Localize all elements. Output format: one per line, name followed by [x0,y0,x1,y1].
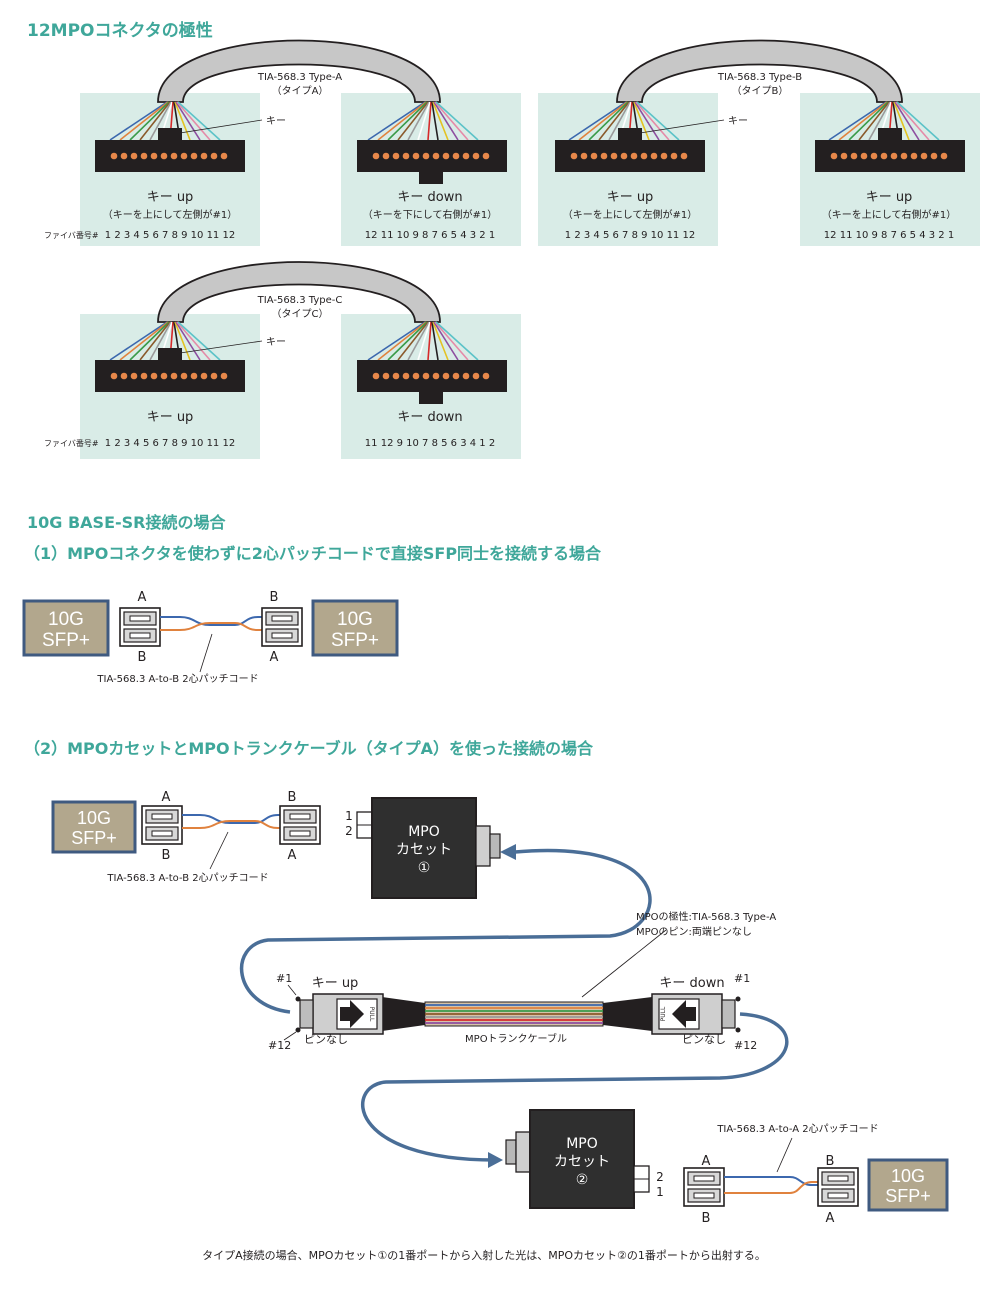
case2b-a-left: A [702,1154,711,1169]
sfp-left-case1: 10G SFP+ [22,599,110,657]
type-a-title: TIA-568.3 Type-A [257,72,342,83]
svg-text:MPO: MPO [566,1136,598,1152]
fiber-number-label-1: ファイバ番号# [44,230,99,240]
a-left-key-note: （キーを上にして左側が#1） [103,208,237,221]
key-label-b: キー [728,116,748,127]
svg-text:SFP+: SFP+ [331,630,379,651]
c-left-key-up: キー up [147,410,194,425]
type-c-cable [95,261,507,404]
route-path-1 [239,848,652,1014]
mpo-trunk-cable: PULL PULL [295,993,741,1035]
c-right-seq: 11 12 9 10 7 8 5 6 3 4 1 2 [365,438,495,449]
trunk-cable-label: MPOトランクケーブル [465,1032,567,1045]
type-a-subtitle: （タイプA） [272,85,329,97]
trunk-right-hash12: #12 [734,1039,757,1052]
case2-b-right: B [288,790,297,805]
case2-aa-label: TIA-568.3 A-to-A 2心パッチコード [716,1123,878,1135]
svg-text:10G: 10G [77,808,111,828]
key-label-c: キー [266,337,286,348]
trunk-left-pinless: ピンなし [304,1033,348,1046]
trunk-polarity-note: MPOの極性:TIA-568.3 Type-A [636,910,776,923]
sfp-right-case1: 10G SFP+ [311,599,399,657]
svg-text:1: 1 [656,1185,664,1199]
b-right-seq: 12 11 10 9 8 7 6 5 4 3 2 1 [824,230,954,241]
key-label-a: キー [266,116,286,127]
case1-b-right: B [270,590,279,605]
route-path-2 [360,1012,789,1162]
svg-text:2: 2 [656,1170,664,1184]
case2b-b-right: B [826,1154,835,1169]
type-c-subtitle: （タイプC） [272,308,329,320]
mpo-cassette-1: MPO カセット ① 1 2 [345,797,501,899]
case2b-a-right: A [826,1211,835,1226]
svg-text:10G: 10G [337,609,373,630]
svg-text:MPO: MPO [408,824,440,840]
a-left-seq: 1 2 3 4 5 6 7 8 9 10 11 12 [105,230,235,241]
section-polarity-title: 12MPOコネクタの極性 [27,20,213,41]
trunk-pin-note: MPOのピン:両端ピンなし [636,925,752,938]
case2-b-left: B [162,848,171,863]
footer-note: タイプA接続の場合、MPOカセット①の1番ポートから入射した光は、MPOカセット… [202,1248,766,1262]
svg-text:10G: 10G [891,1166,925,1186]
c-left-seq: 1 2 3 4 5 6 7 8 9 10 11 12 [105,438,235,449]
svg-text:PULL: PULL [368,1007,375,1022]
a-left-key-up: キー up [147,190,194,205]
trunk-left-hash1: #1 [276,972,292,985]
c-right-key-down: キー down [397,410,462,425]
b-left-seq: 1 2 3 4 5 6 7 8 9 10 11 12 [565,230,695,241]
svg-text:10G: 10G [48,609,84,630]
b-left-key-up: キー up [607,190,654,205]
fiber-number-label-2: ファイバ番号# [44,438,99,448]
trunk-left-hash12: #12 [268,1039,291,1052]
case2-ab-label: TIA-568.3 A-to-B 2心パッチコード [106,872,268,884]
svg-text:カセット: カセット [554,1154,610,1170]
svg-text:PULL: PULL [660,1006,667,1021]
case1-a-right: A [270,650,279,665]
svg-text:①: ① [418,860,431,876]
svg-text:1: 1 [345,809,353,823]
sfp-right-case2: 10G SFP+ [867,1158,949,1212]
svg-text:2: 2 [345,824,353,838]
trunk-key-up: キー up [312,976,359,991]
sfp-left-case2: 10G SFP+ [51,800,137,854]
b-right-key-note: （キーを上にして右側が#1） [822,208,956,221]
svg-text:カセット: カセット [396,842,452,858]
a-right-key-note: （キーを下にして右側が#1） [363,208,497,221]
trunk-key-down: キー down [659,976,724,991]
type-b-cable [555,39,965,172]
svg-text:SFP+: SFP+ [885,1186,931,1206]
case1-a-left: A [138,590,147,605]
case2-title: （2）MPOカセットとMPOトランクケーブル（タイプA）を使った接続の場合 [24,739,594,758]
a-right-seq: 12 11 10 9 8 7 6 5 4 3 2 1 [365,230,495,241]
type-b-subtitle: （タイプB） [732,85,789,97]
case2-a-left: A [162,790,171,805]
trunk-right-pinless: ピンなし [682,1033,726,1046]
b-left-key-note: （キーを上にして左側が#1） [563,208,697,221]
type-c-title: TIA-568.3 Type-C [257,295,343,306]
case1-b-left: B [138,650,147,665]
case2b-b-left: B [702,1211,711,1226]
svg-text:SFP+: SFP+ [42,630,90,651]
type-b-title: TIA-568.3 Type-B [717,72,802,83]
mpo-cassette-2: MPO カセット ② 2 1 [505,1109,664,1209]
b-right-key-up: キー up [866,190,913,205]
trunk-right-hash1: #1 [734,972,750,985]
svg-text:②: ② [576,1172,589,1188]
svg-text:SFP+: SFP+ [71,828,117,848]
type-a-cable [95,39,507,184]
section-10g-title: 10G BASE-SR接続の場合 [27,513,226,532]
case1-title: （1）MPOコネクタを使わずに2心パッチコードで直接SFP同士を接続する場合 [24,544,602,563]
case2-a-right: A [288,848,297,863]
a-right-key-down: キー down [397,190,462,205]
case1-patch-label: TIA-568.3 A-to-B 2心パッチコード [96,673,258,685]
